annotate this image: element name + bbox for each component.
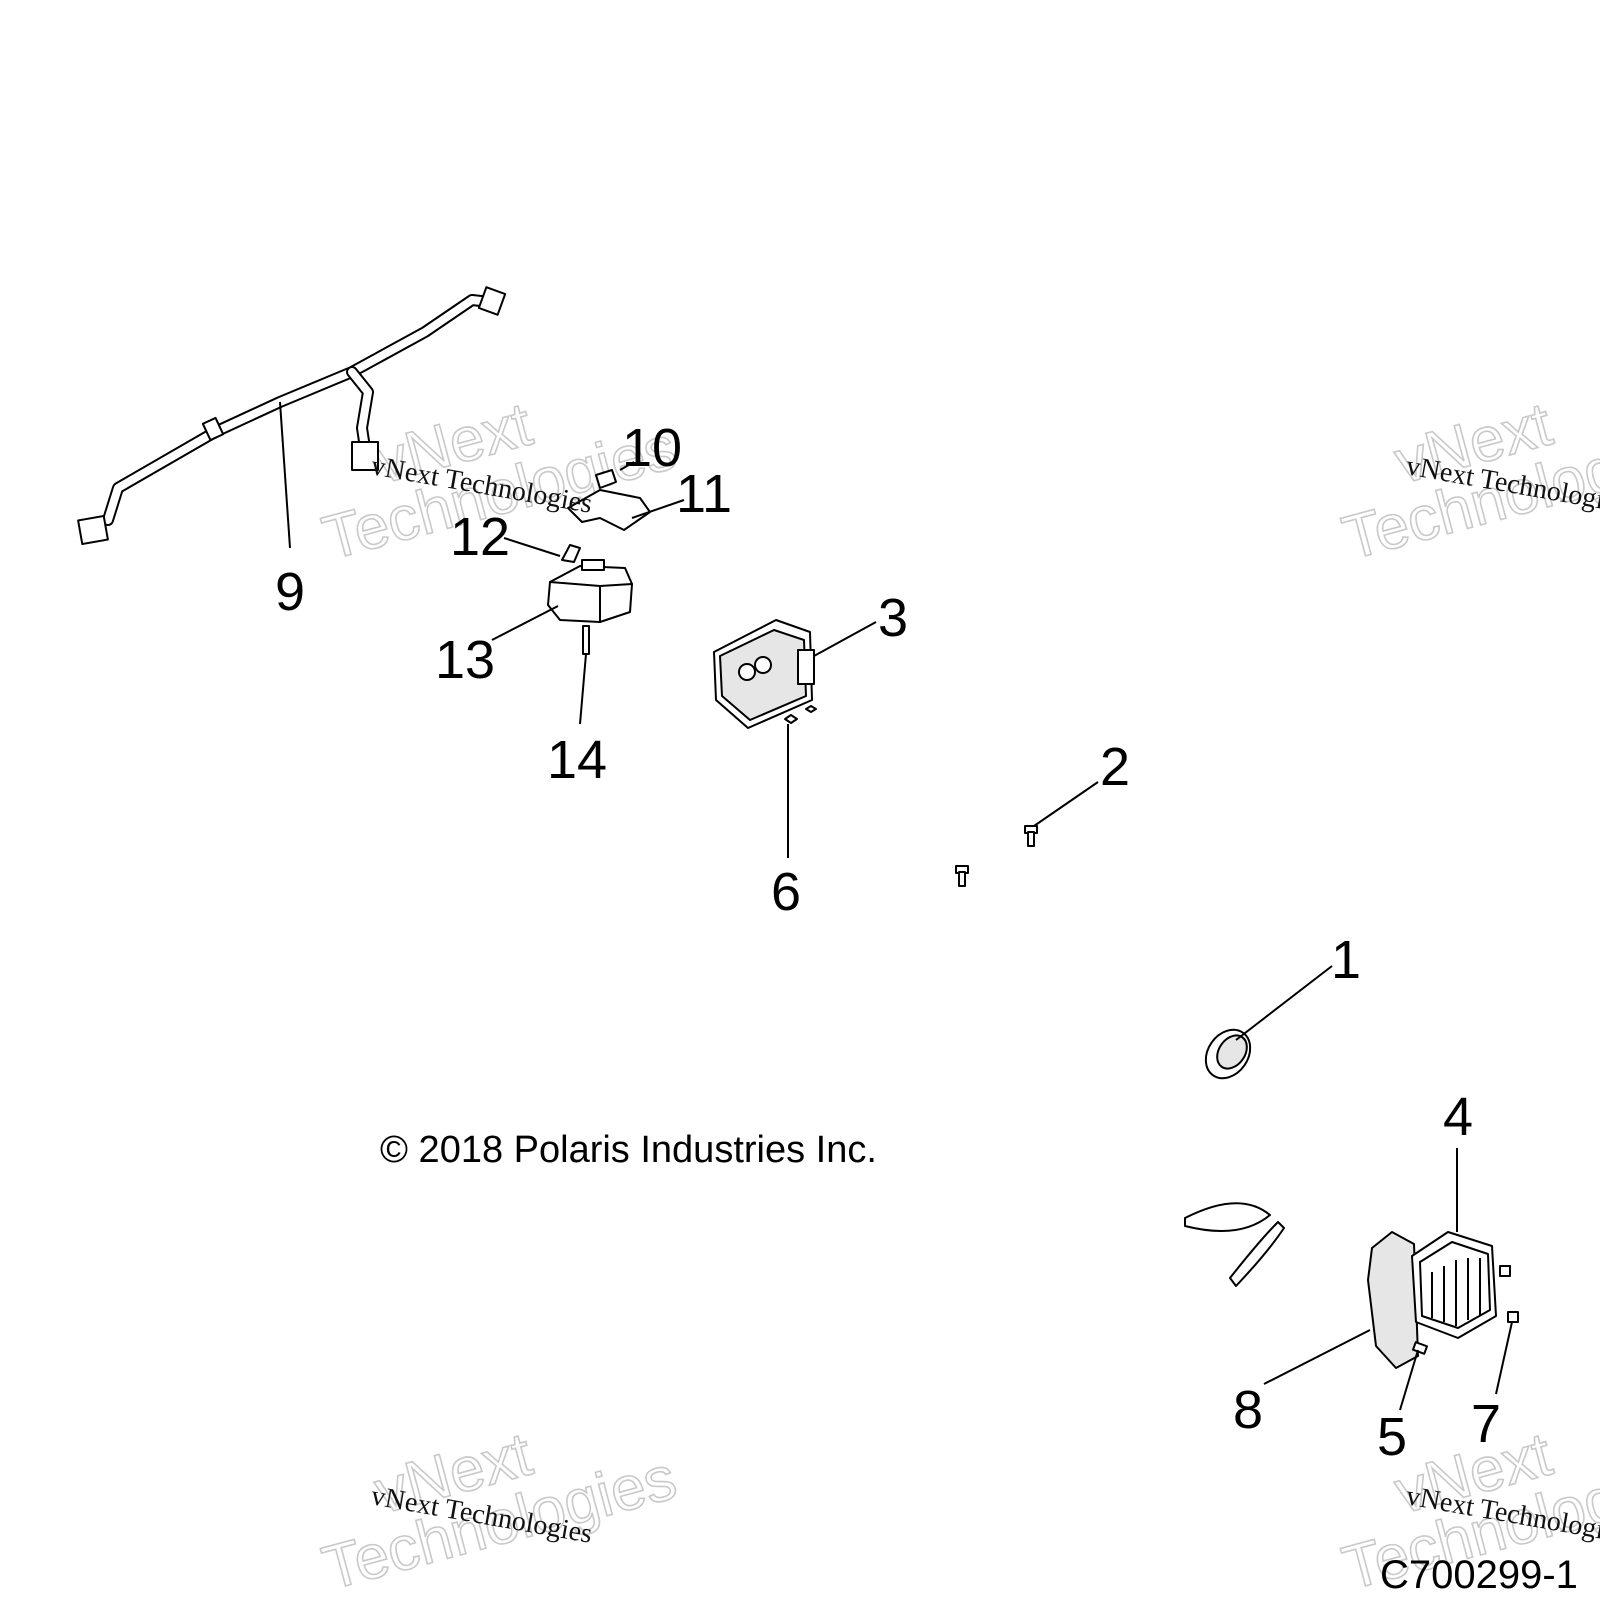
ecu-part — [713, 619, 815, 729]
callout-1: 1 — [1331, 930, 1361, 990]
wire-harness-part — [77, 286, 507, 546]
callout-6: 6 — [771, 862, 801, 922]
mounting-plate-part — [1367, 1231, 1419, 1369]
stud-part — [582, 625, 590, 655]
callout-2: 2 — [1100, 737, 1130, 797]
callout-4: 4 — [1443, 1087, 1473, 1147]
bolt-part — [955, 825, 1038, 887]
callout-10: 10 — [622, 418, 682, 478]
leader-lines — [279, 401, 1513, 1411]
strap-part — [1184, 1202, 1285, 1287]
screw-part — [784, 705, 817, 724]
bracket-part — [567, 469, 651, 531]
callout-5: 5 — [1377, 1407, 1407, 1467]
callout-14: 14 — [547, 730, 607, 790]
callout-3: 3 — [878, 588, 908, 648]
callout-7: 7 — [1471, 1394, 1501, 1454]
callout-13: 13 — [435, 630, 495, 690]
regulator-part — [1411, 1231, 1497, 1339]
copyright-notice: © 2018 Polaris Industries Inc. — [380, 1129, 877, 1171]
callout-numbers: 1 2 3 4 5 6 7 8 9 10 11 12 13 14 — [275, 418, 1501, 1467]
callout-11: 11 — [676, 464, 732, 524]
connector-part — [561, 544, 581, 563]
callout-12: 12 — [450, 507, 510, 567]
small-bolt-part — [1411, 1265, 1519, 1355]
module-part — [547, 559, 633, 623]
figure-code: C700299-1 — [1380, 1553, 1578, 1597]
grommet-part — [1204, 1028, 1252, 1080]
callout-8: 8 — [1233, 1380, 1263, 1440]
watermark-bottom-left: vNext Technologies — [315, 1419, 684, 1600]
callout-9: 9 — [275, 562, 305, 622]
